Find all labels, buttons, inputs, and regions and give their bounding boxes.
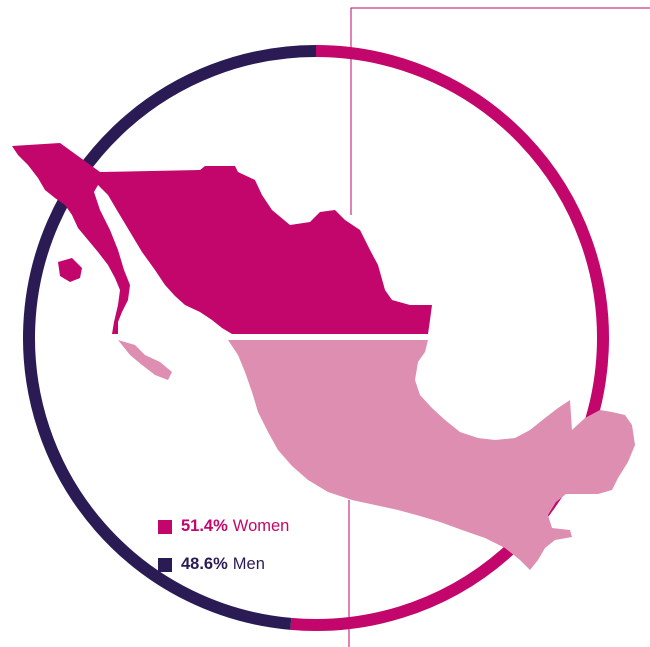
legend-swatch-women xyxy=(158,519,172,534)
donut-ring xyxy=(23,45,609,631)
donut-arc-men xyxy=(23,45,317,630)
mexico-map xyxy=(12,143,635,570)
leader-line-top xyxy=(350,7,650,215)
legend-label-men: Men xyxy=(232,555,265,573)
legend-item-men: 48.6% Men xyxy=(158,555,265,574)
legend-item-women: 51.4% Women xyxy=(158,517,289,536)
legend-label-women: Women xyxy=(232,517,290,535)
donut-arc-women xyxy=(290,45,609,631)
legend-value-men: 48.6% xyxy=(181,555,228,573)
legend-value-women: 51.4% xyxy=(181,517,228,535)
legend-swatch-men xyxy=(158,557,172,572)
map-lower-region xyxy=(118,340,635,570)
map-upper-region xyxy=(12,143,432,334)
